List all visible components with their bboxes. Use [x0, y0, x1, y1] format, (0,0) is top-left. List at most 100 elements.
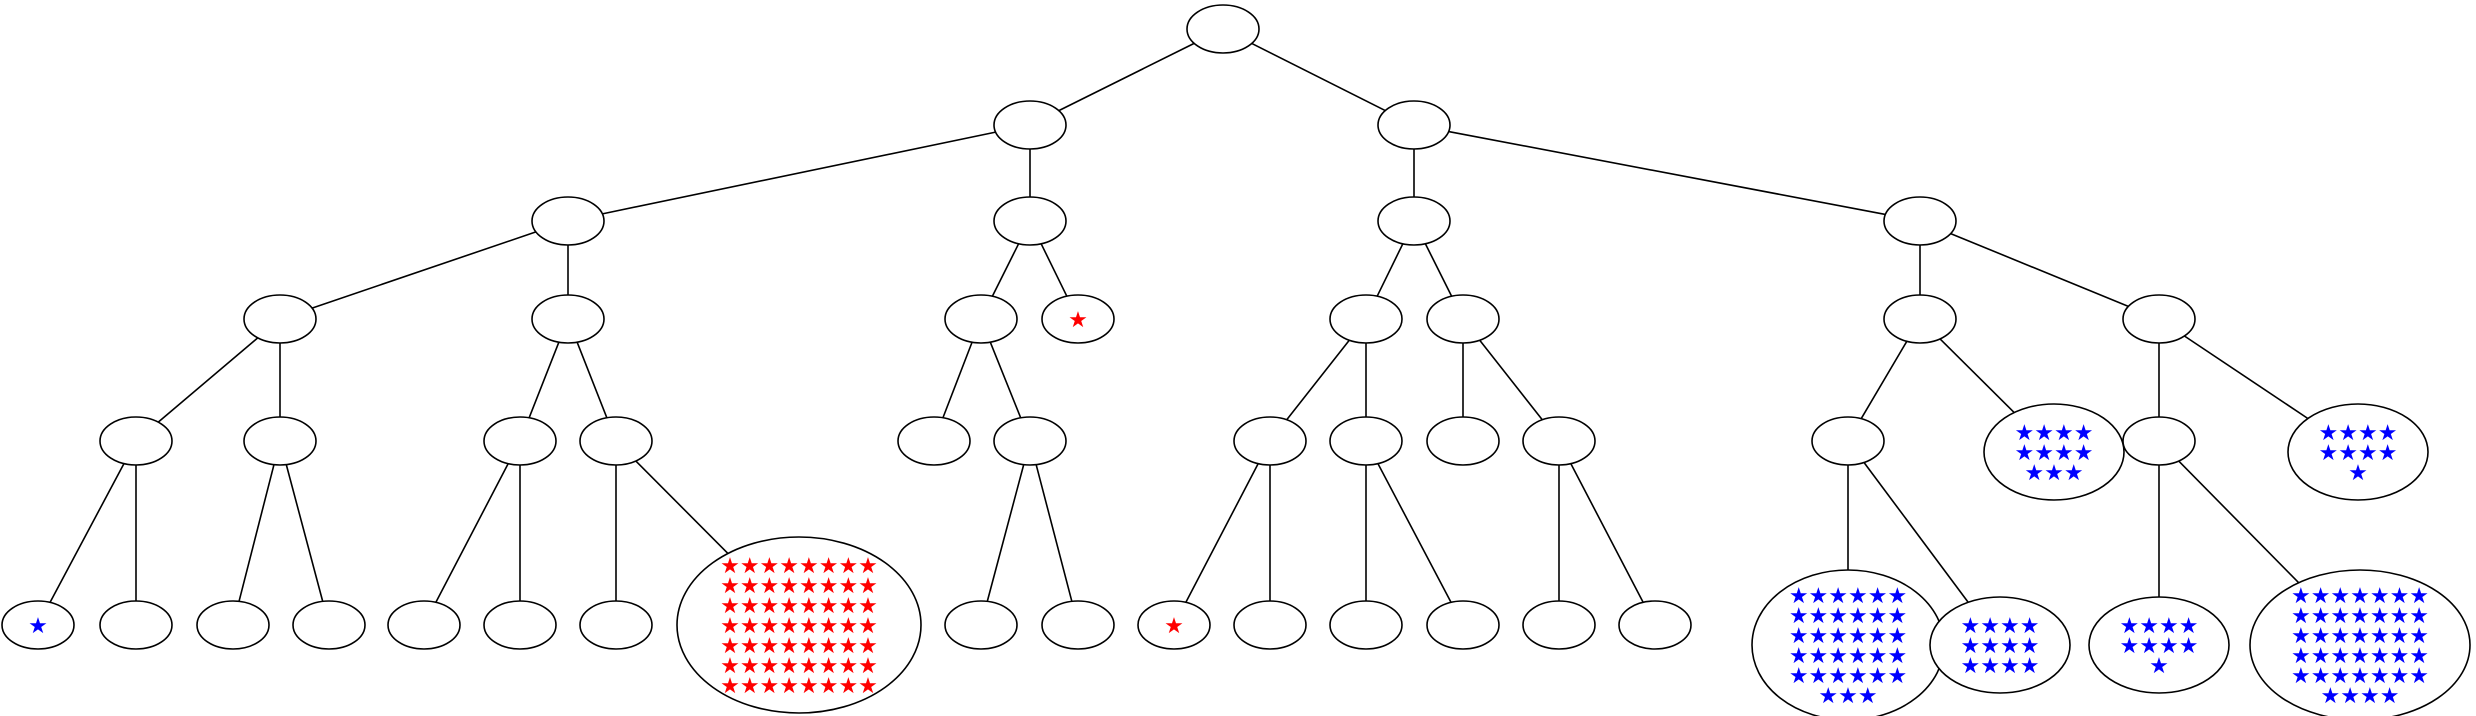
tree-node-rllrl [1329, 600, 1403, 650]
node-ellipse [676, 536, 922, 714]
node-ellipse [2287, 403, 2429, 501]
node-ellipse [99, 416, 173, 466]
tree-node-lrlrr [1041, 600, 1115, 650]
tree-node-rrlll: ★★★★★★★★★★★★★★★★★★★★★★★★★★★★★★★★★ [1751, 569, 1945, 716]
tree-edge-lr-lrr [1040, 243, 1068, 297]
node-ellipse [1329, 600, 1403, 650]
star-row: ★★★★ [2319, 441, 2398, 466]
tree-node-llrrl [579, 600, 653, 650]
node-ellipse [1426, 600, 1500, 650]
tree-node-rllll: ★ [1137, 600, 1211, 650]
tree-node-rrl [1883, 294, 1957, 344]
tree-node-ll [531, 196, 605, 246]
tree-node-rll [1329, 294, 1403, 344]
tree-node-rlllr [1233, 600, 1307, 650]
star-row: ★★★★ [2120, 634, 2199, 659]
star-rating-blue: ★★★★★★★★★★★★★★★★★★★★★★★★★★★★★★★★★ [1789, 584, 1907, 709]
star-row: ★★★ [1818, 684, 1877, 709]
tree-node-lllr [243, 416, 317, 466]
star-row: ★★★★★★ [1789, 584, 1907, 609]
star-row: ★★★★★★★★ [720, 674, 878, 699]
node-ellipse [1, 600, 75, 650]
node-ellipse [1041, 294, 1115, 344]
node-ellipse [1186, 4, 1260, 54]
node-ellipse [897, 416, 971, 466]
tree-edge-llrl-llrll [435, 463, 509, 603]
star-rating-blue: ★★★★★★★★★ [2120, 614, 2199, 679]
tree-edge-rlr-rlrr [1479, 339, 1543, 421]
tree-node-rrlr: ★★★★★★★★★★★ [1983, 403, 2125, 501]
node-ellipse [1883, 196, 1957, 246]
tree-node-lll [243, 294, 317, 344]
node-ellipse [387, 600, 461, 650]
tree-edge-lr-lrl [991, 243, 1020, 297]
node-ellipse [1811, 416, 1885, 466]
tree-node-rrll [1811, 416, 1885, 466]
tree-node-rllr [1329, 416, 1403, 466]
star-row: ★★★★★★★ [2291, 624, 2429, 649]
tree-edge-rl-rlr [1424, 243, 1453, 297]
tree-node-llr [531, 294, 605, 344]
tree-edge-rlll-rllll [1185, 463, 1259, 603]
tree-edge-rl-rll [1376, 243, 1404, 297]
star-row: ★★★★★★ [1789, 644, 1907, 669]
node-ellipse [1522, 600, 1596, 650]
star-row: ★★★★★★★★ [720, 594, 878, 619]
tree-node-lllrr [292, 600, 366, 650]
tree-edge-lrl-lrlr [989, 341, 1022, 419]
tree-edge-ll-lll [311, 231, 537, 309]
node-ellipse [99, 600, 173, 650]
node-ellipse [1137, 600, 1211, 650]
tree-edge-rrrl-rrrlr [2178, 460, 2300, 584]
star-row: ★★★★★★★ [2291, 584, 2429, 609]
star-row: ★★★★★★ [1789, 624, 1907, 649]
tree-node-rrllr: ★★★★★★★★★★★★ [1929, 596, 2071, 694]
star-row: ★★★ [2024, 461, 2083, 486]
tree-node-lrlrl [944, 600, 1018, 650]
tree-node-rrrlr: ★★★★★★★★★★★★★★★★★★★★★★★★★★★★★★★★★★★★★★★ [2249, 569, 2471, 716]
node-ellipse [993, 196, 1067, 246]
tree-nodes: ★★★★★★★★★★★★★★★★★★★★★★★★★★★★★★★★★★★★★★★★… [1, 4, 2471, 716]
tree-edge-root-r [1251, 42, 1386, 112]
tree-node-lr [993, 196, 1067, 246]
node-ellipse [579, 600, 653, 650]
node-ellipse [1426, 294, 1500, 344]
star-rating-blue: ★ [28, 614, 48, 639]
tree-edge-rllr-rllrr [1377, 463, 1452, 603]
node-ellipse [1618, 600, 1692, 650]
star-row: ★★★★ [1961, 614, 2040, 639]
star-row: ★★★★ [1961, 654, 2040, 679]
tree-edge-root-l [1058, 42, 1195, 112]
tree-edge-llr-llrl [528, 341, 560, 419]
star-row: ★★★★★★★ [2291, 664, 2429, 689]
node-ellipse [1883, 294, 1957, 344]
tree-edge-rlrr-rlrrr [1570, 463, 1644, 603]
node-ellipse [1377, 196, 1451, 246]
tree-node-lrr: ★ [1041, 294, 1115, 344]
tree-edge-r-rr [1448, 130, 1886, 216]
star-rating-blue: ★★★★★★★★★★★ [2015, 421, 2094, 486]
tree-node-rlrrl [1522, 600, 1596, 650]
star-row: ★★★★★★★★ [720, 614, 878, 639]
star-row: ★★★★ [2321, 684, 2400, 709]
node-ellipse [1041, 600, 1115, 650]
node-ellipse [944, 294, 1018, 344]
node-ellipse [2249, 569, 2471, 716]
tree-edge-rrl-rrll [1860, 340, 1908, 420]
star-row: ★★★★ [2120, 614, 2199, 639]
star-row: ★ [2149, 654, 2169, 679]
star-row: ★★★★ [2015, 441, 2094, 466]
node-ellipse [993, 416, 1067, 466]
node-ellipse [483, 416, 557, 466]
star-row: ★★★★★★★★ [720, 634, 878, 659]
node-ellipse [993, 100, 1067, 150]
node-ellipse [243, 294, 317, 344]
tree-node-l [993, 100, 1067, 150]
tree-node-llrr [579, 416, 653, 466]
node-ellipse [1522, 416, 1596, 466]
tree-edge-lll-llll [157, 337, 259, 423]
tree-node-rr [1883, 196, 1957, 246]
star-row: ★ [2348, 461, 2368, 486]
tree-node-rlrr [1522, 416, 1596, 466]
